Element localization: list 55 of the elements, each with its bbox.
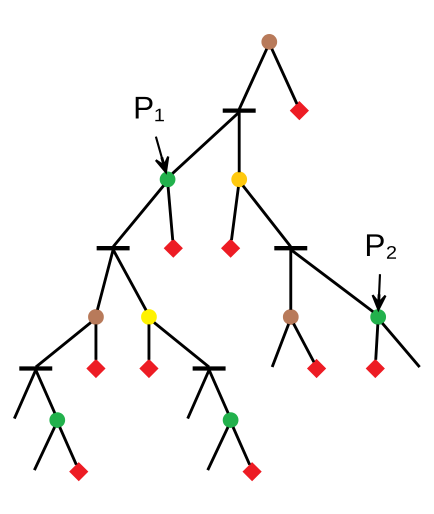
connector [96,248,114,310]
node-bar [274,246,308,250]
connector [153,320,210,368]
node-circle [160,171,176,187]
node-circle [231,171,248,187]
node-bar [192,366,226,370]
node-cross [366,358,385,378]
connector [292,322,316,362]
connector [34,320,92,368]
node-cross [164,238,183,258]
connector [208,369,230,414]
connector [112,184,165,248]
connector [270,48,298,104]
node-bar [222,108,256,112]
node-cross [242,462,262,481]
connector [166,186,174,240]
connector [381,322,421,368]
node-circle [88,308,104,324]
connector [242,184,292,248]
arrow [372,274,387,310]
node-cross [221,238,240,258]
connector [206,426,230,470]
node-circle [282,308,299,324]
node-circle [370,308,386,324]
node-circle [222,412,238,428]
node-bar [19,366,52,370]
connector [289,249,292,310]
connector [112,248,148,310]
connector [34,369,56,414]
connector [148,324,150,360]
connector [94,324,98,360]
connector [58,426,78,465]
node-cross [86,358,106,378]
node-cross [290,100,309,120]
connector [238,112,241,172]
arrow [154,136,170,173]
node-cross [139,358,159,378]
node-cross [69,462,88,481]
node-circle [49,412,66,428]
node-cross [306,358,326,378]
connector [270,322,290,368]
node-bar [96,246,130,250]
node-text: P₁ [133,89,165,126]
connector [186,369,210,419]
connector [230,186,240,240]
node-text: P₂ [364,226,398,263]
connector [232,426,251,465]
connector [33,426,56,470]
connector [290,248,374,312]
node-circle [261,34,278,50]
connector [238,48,268,110]
connector [374,324,380,360]
connector [171,110,240,174]
node-circle [141,308,157,324]
connector [13,369,38,419]
